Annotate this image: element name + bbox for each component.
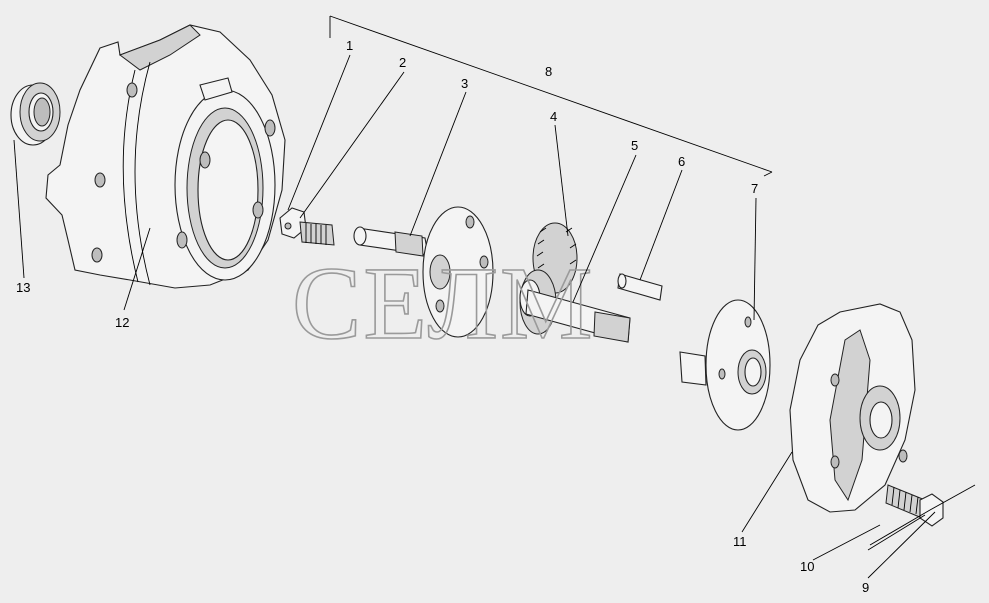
part-12-housing: [45, 24, 286, 289]
part-7-flange: [679, 299, 771, 431]
part-2-nut: [279, 207, 307, 239]
callout-6: 6: [678, 154, 685, 169]
part-9-screw: [885, 484, 944, 527]
callout-11: 11: [733, 534, 747, 549]
callout-4: 4: [550, 109, 557, 124]
callout-3: 3: [461, 76, 468, 91]
part-3-flange-shaft: [353, 206, 494, 338]
part-1-screw: [299, 221, 335, 246]
callout-13: 13: [16, 280, 30, 295]
part-13-seal: [10, 82, 61, 146]
leader-lines: [13, 15, 936, 579]
callout-8: 8: [545, 64, 552, 79]
part-5-shaft: [525, 289, 631, 343]
callout-7: 7: [751, 181, 758, 196]
part-10-wire: [867, 484, 976, 551]
part-11-cover: [789, 303, 916, 513]
callout-2: 2: [399, 55, 406, 70]
callout-10: 10: [800, 559, 814, 574]
callout-5: 5: [631, 138, 638, 153]
callout-9: 9: [862, 580, 869, 595]
watermark: СЕЛМ: [292, 246, 595, 361]
callout-12: 12: [115, 315, 129, 330]
callout-1: 1: [346, 38, 353, 53]
callouts: 1 2 3 4 5 6 7 8 9 10 11 12 13: [16, 38, 869, 595]
part-6-pin: [617, 273, 663, 301]
